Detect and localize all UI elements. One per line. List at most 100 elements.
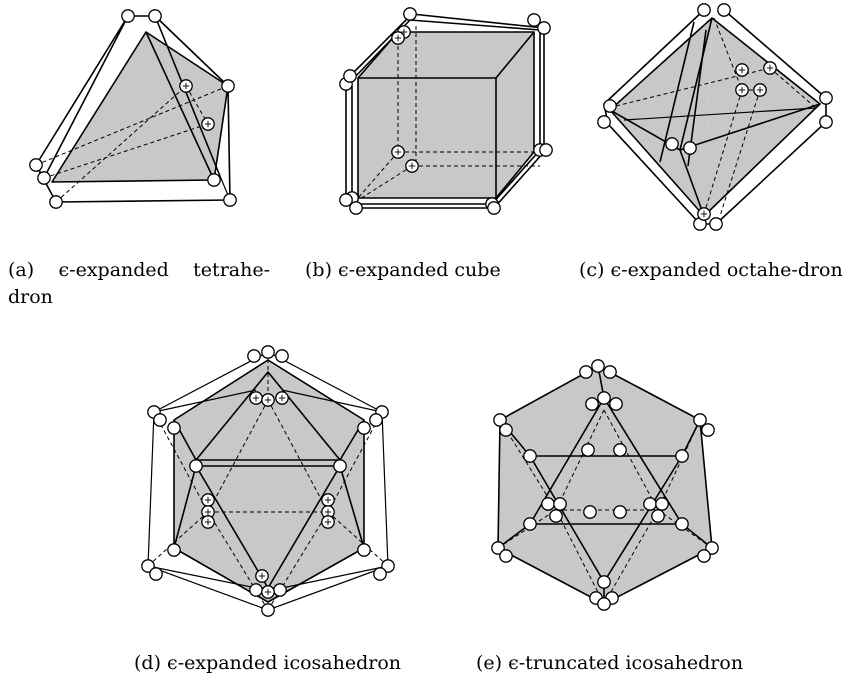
- caption-text: ϵ-expanded cube: [338, 259, 501, 281]
- hidden-vertex-marker: [255, 569, 269, 583]
- hidden-vertex-marker: [763, 61, 777, 75]
- vertex-marker: [167, 543, 181, 557]
- vertex-marker: [643, 497, 657, 511]
- vertex-marker: [523, 517, 537, 531]
- vertex-marker: [697, 549, 711, 563]
- vertex-marker: [581, 443, 595, 457]
- vertex-marker: [705, 541, 719, 555]
- caption-tetrahedron: (a) ϵ-expanded tetrahe-dron: [8, 257, 270, 311]
- hidden-vertex-marker: [391, 31, 405, 45]
- hidden-vertex-marker: [261, 393, 275, 407]
- vertex-marker: [207, 173, 221, 187]
- vertex-marker: [333, 459, 347, 473]
- vertex-marker: [655, 497, 669, 511]
- vertex-marker: [357, 421, 371, 435]
- vertex-marker: [613, 443, 627, 457]
- expanded-cube-diagram: [345, 13, 545, 209]
- expanded-tetrahedron-diagram: [35, 15, 231, 203]
- vertex-marker: [273, 583, 287, 597]
- hidden-vertex-marker: [249, 391, 263, 405]
- vertex-marker: [603, 365, 617, 379]
- vertex-marker: [613, 505, 627, 519]
- vertex-marker: [597, 597, 611, 611]
- hidden-vertex-marker: [391, 145, 405, 159]
- vertex-marker: [819, 115, 833, 129]
- hidden-vertex-marker: [753, 83, 767, 97]
- vertex-markers: [29, 3, 833, 617]
- hidden-vertex-marker: [275, 391, 289, 405]
- vertex-marker: [585, 397, 599, 411]
- vertex-marker: [141, 559, 155, 573]
- caption-label: (b): [305, 259, 332, 281]
- vertex-marker: [487, 201, 501, 215]
- caption-label: (c): [579, 259, 605, 281]
- vertex-marker: [29, 158, 43, 172]
- vertex-marker: [523, 449, 537, 463]
- vertex-marker: [149, 567, 163, 581]
- hidden-vertex-marker: [735, 63, 749, 77]
- vertex-marker: [275, 349, 289, 363]
- hidden-vertex-marker: [697, 207, 711, 221]
- vertex-marker: [541, 497, 555, 511]
- caption-octahedron: (c) ϵ-expanded octahe-dron: [579, 257, 849, 284]
- hidden-vertex-marker: [735, 83, 749, 97]
- expanded-icosahedron-diagram: [147, 351, 389, 611]
- caption-cube: (b) ϵ-expanded cube: [305, 257, 565, 284]
- caption-text: ϵ-truncated icosahedron: [508, 652, 744, 674]
- vertex-marker: [553, 497, 567, 511]
- vertex-marker: [717, 3, 731, 17]
- vertex-marker: [221, 79, 235, 93]
- hidden-vertex-marker: [201, 493, 215, 507]
- vertex-marker: [499, 423, 513, 437]
- vertex-marker: [597, 115, 611, 129]
- hidden-vertex-marker: [261, 585, 275, 599]
- caption-text: ϵ-expanded tetrahe-dron: [8, 259, 271, 308]
- vertex-marker: [537, 21, 551, 35]
- vertex-marker: [403, 7, 417, 21]
- hidden-vertex-marker: [179, 79, 193, 93]
- vertex-marker: [493, 413, 507, 427]
- vertex-marker: [343, 69, 357, 83]
- vertex-marker: [49, 195, 63, 209]
- caption-expanded-icosahedron: (d) ϵ-expanded icosahedron: [134, 650, 454, 677]
- vertex-marker: [539, 143, 553, 157]
- vertex-marker: [148, 9, 162, 23]
- vertex-marker: [261, 345, 275, 359]
- caption-text: ϵ-expanded icosahedron: [167, 652, 402, 674]
- vertex-marker: [591, 359, 605, 373]
- vertex-marker: [373, 567, 387, 581]
- vertex-marker: [167, 421, 181, 435]
- vertex-marker: [549, 509, 563, 523]
- hidden-vertex-marker: [405, 159, 419, 173]
- vertex-marker: [121, 9, 135, 23]
- vertex-marker: [153, 413, 167, 427]
- vertex-marker: [583, 505, 597, 519]
- vertex-marker: [369, 413, 383, 427]
- vertex-marker: [603, 99, 617, 113]
- vertex-marker: [381, 559, 395, 573]
- vertex-marker: [597, 391, 611, 405]
- hidden-vertex-marker: [201, 117, 215, 131]
- vertex-marker: [339, 193, 353, 207]
- caption-truncated-icosahedron: (e) ϵ-truncated icosahedron: [476, 650, 796, 677]
- vertex-marker: [819, 91, 833, 105]
- vertex-marker: [693, 413, 707, 427]
- vertex-marker: [675, 517, 689, 531]
- vertex-marker: [709, 217, 723, 231]
- vertex-marker: [189, 459, 203, 473]
- vertex-marker: [527, 13, 541, 27]
- vertex-marker: [249, 583, 263, 597]
- vertex-marker: [349, 201, 363, 215]
- vertex-marker: [665, 137, 679, 151]
- vertex-marker: [37, 171, 51, 185]
- hidden-vertex-marker: [321, 493, 335, 507]
- vertex-marker: [651, 509, 665, 523]
- hidden-vertex-marker: [321, 515, 335, 529]
- vertex-marker: [491, 541, 505, 555]
- hidden-vertex-marker: [201, 505, 215, 519]
- vertex-marker: [357, 543, 371, 557]
- expanded-octahedron-diagram: [603, 9, 827, 225]
- vertex-marker: [675, 449, 689, 463]
- vertex-marker: [697, 3, 711, 17]
